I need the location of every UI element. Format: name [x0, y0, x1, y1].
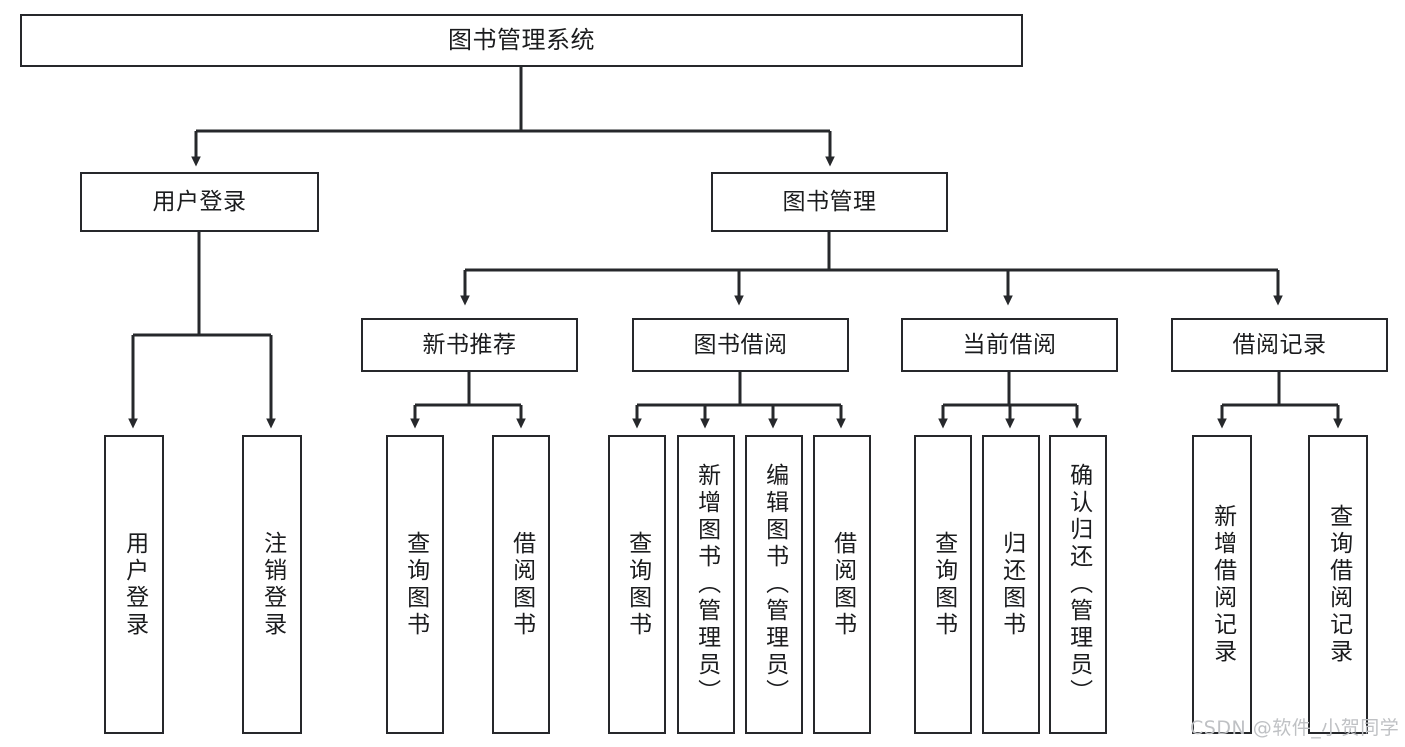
leaf-borrow-book[interactable]: 借阅图书 — [813, 435, 871, 734]
node-label: 查询图书 — [402, 530, 429, 639]
node-label: 用户登录 — [121, 530, 148, 639]
leaf-query-book-recommend[interactable]: 查询图书 — [386, 435, 444, 734]
leaf-confirm-return-admin[interactable]: 确认归还（管理员） — [1049, 435, 1107, 734]
node-label: 图书管理 — [782, 188, 877, 215]
node-label: 查询借阅记录 — [1325, 503, 1352, 666]
node-label: 确认归还（管理员） — [1065, 463, 1092, 706]
node-label: 归还图书 — [998, 530, 1025, 639]
node-label: 图书管理系统 — [448, 25, 595, 54]
leaf-query-book-current[interactable]: 查询图书 — [914, 435, 972, 734]
node-label: 新增借阅记录 — [1209, 503, 1236, 666]
node-label: 借阅记录 — [1232, 331, 1327, 358]
leaf-add-book-admin[interactable]: 新增图书（管理员） — [677, 435, 735, 734]
node-label: 图书借阅 — [693, 331, 788, 358]
node-label: 用户登录 — [152, 188, 247, 215]
leaf-add-borrow-record[interactable]: 新增借阅记录 — [1192, 435, 1252, 734]
leaf-edit-book-admin[interactable]: 编辑图书（管理员） — [745, 435, 803, 734]
leaf-query-borrow-record[interactable]: 查询借阅记录 — [1308, 435, 1368, 734]
leaf-borrow-book-recommend[interactable]: 借阅图书 — [492, 435, 550, 734]
leaf-user-login[interactable]: 用户登录 — [104, 435, 164, 734]
node-user-login[interactable]: 用户登录 — [80, 172, 319, 232]
node-book-management[interactable]: 图书管理 — [711, 172, 948, 232]
node-new-book-recommend[interactable]: 新书推荐 — [361, 318, 578, 372]
node-label: 新增图书（管理员） — [693, 463, 720, 706]
node-book-borrow[interactable]: 图书借阅 — [632, 318, 849, 372]
node-label: 查询图书 — [930, 530, 957, 639]
node-label: 编辑图书（管理员） — [761, 463, 788, 706]
node-label: 借阅图书 — [508, 530, 535, 639]
node-current-borrow[interactable]: 当前借阅 — [901, 318, 1118, 372]
node-label: 查询图书 — [624, 530, 651, 639]
node-borrow-record[interactable]: 借阅记录 — [1171, 318, 1388, 372]
node-root-system[interactable]: 图书管理系统 — [20, 14, 1023, 67]
node-label: 当前借阅 — [962, 331, 1057, 358]
leaf-return-book[interactable]: 归还图书 — [982, 435, 1040, 734]
leaf-query-book-borrow[interactable]: 查询图书 — [608, 435, 666, 734]
node-label: 新书推荐 — [422, 331, 517, 358]
leaf-logout-login[interactable]: 注销登录 — [242, 435, 302, 734]
node-label: 借阅图书 — [829, 530, 856, 639]
node-label: 注销登录 — [259, 530, 286, 639]
